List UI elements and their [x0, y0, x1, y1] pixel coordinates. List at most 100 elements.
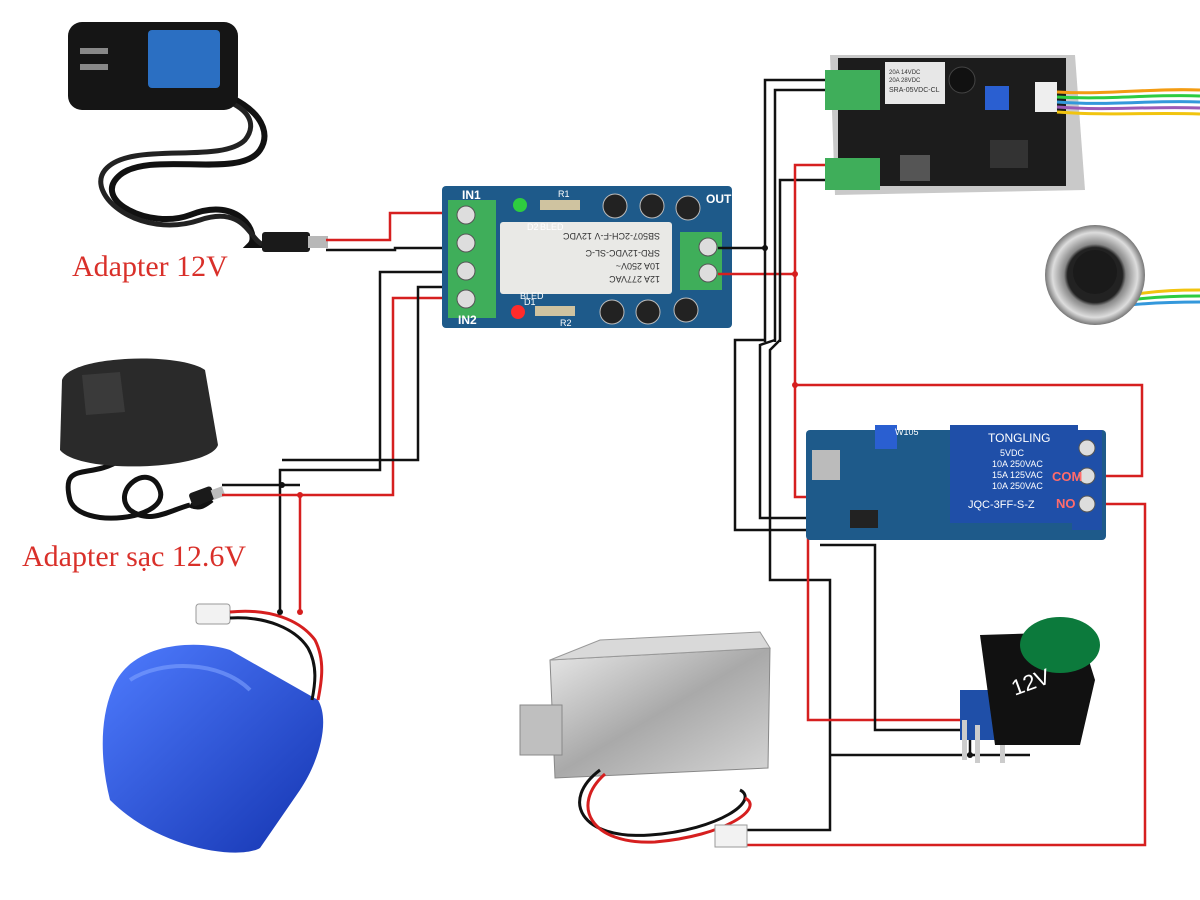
label-in1: IN1	[462, 188, 481, 202]
led-green	[513, 198, 527, 212]
fp-potentiometer	[985, 86, 1009, 110]
sensor-pad	[1073, 250, 1117, 294]
relay-pot-label: W105	[895, 427, 919, 437]
switch-cap	[1020, 617, 1100, 673]
fp-relay-label: SRA-05VDC-CL	[889, 87, 940, 94]
ups-relay-text: 12A 277VAC 10A 250V~ SRD-12VDC-SL-C SB50…	[562, 231, 660, 284]
capacitor	[599, 299, 625, 325]
label-r1: R1	[558, 189, 570, 199]
wire-no-red	[745, 502, 1147, 847]
adapter-charge-cable	[65, 457, 191, 521]
wire-com-red	[793, 274, 1144, 478]
fp-wire-blue	[1056, 100, 1200, 105]
wire-relay-gnd-black-2	[758, 338, 820, 520]
fp-inductor	[900, 155, 930, 181]
adapter-12v-prong	[80, 48, 108, 54]
capacitor	[635, 299, 661, 325]
fingerprint-board: SRA-05VDC-CL 20A 14VDC 20A 28VDC	[825, 55, 1200, 195]
junction-dot	[297, 609, 303, 615]
battery-black-lead	[229, 616, 317, 701]
capacitor	[675, 195, 701, 221]
fp-terminal-bottom	[825, 158, 880, 190]
battery-highlight	[128, 664, 252, 692]
screw-terminal	[456, 205, 476, 225]
lock-wire-red	[586, 772, 752, 844]
fp-connector	[1035, 82, 1057, 112]
push-switch: 12V	[960, 617, 1100, 763]
adapter-12v	[68, 22, 328, 252]
junction-dot	[297, 492, 303, 498]
screw-terminal	[1078, 467, 1096, 485]
fp-terminal-top	[825, 70, 880, 110]
label-bled: BLED	[540, 222, 564, 232]
sensor-wire	[1129, 300, 1200, 307]
junction-dot	[967, 752, 973, 758]
resistor	[540, 200, 580, 210]
label-adapter-12v: Adapter 12V	[72, 250, 228, 283]
fp-chip	[990, 140, 1028, 168]
battery-red-lead	[229, 609, 324, 701]
adapter-charge-plug-tip	[210, 486, 226, 500]
lock-wire-black	[578, 768, 747, 837]
relay-text-1: 12A 277VAC	[609, 274, 660, 284]
label-r2: R2	[560, 318, 572, 328]
wire-adapter12-red	[326, 211, 448, 242]
adapter-charge-body	[60, 358, 218, 467]
wire-switch-black	[820, 543, 972, 755]
relay-cube	[950, 425, 1078, 523]
fp-relay-spec-1: 20A 14VDC	[889, 70, 921, 76]
label-bled-2: BLED	[520, 291, 544, 301]
micro-usb	[812, 450, 840, 480]
wire-fp-black-2	[773, 88, 835, 342]
adapter-12v-prong	[80, 64, 108, 70]
fp-relay	[885, 62, 945, 104]
switch-pin	[975, 725, 980, 763]
capacitor	[639, 193, 665, 219]
label-led-d2: D2	[527, 222, 539, 232]
fp-wire-purple	[1056, 105, 1200, 111]
screw-terminal	[1078, 495, 1096, 513]
relay-spec-2: 10A 250VAC	[992, 459, 1043, 469]
wire-adapter12-black	[326, 246, 448, 252]
junction-dot	[792, 271, 798, 277]
relay-potentiometer	[875, 425, 897, 449]
capacitor	[602, 193, 628, 219]
wire-fp-black-1	[763, 78, 835, 342]
wire-in2-black	[278, 270, 448, 612]
fingerprint-sensor	[1045, 225, 1200, 325]
relay-module: W105 TONGLING 5VDC 10A 250VAC 15A 125VAC…	[806, 425, 1106, 540]
relay-text-4: SB507-2CH-F-V 12VDC	[562, 231, 660, 241]
fp-buzzer	[948, 66, 976, 94]
wires-left	[222, 211, 448, 615]
relay-text-3: SRD-12VDC-SL-C	[585, 248, 660, 258]
solenoid-lock	[519, 631, 771, 848]
adapter-charge	[60, 358, 226, 521]
relay-no-label: NO	[1056, 496, 1076, 511]
battery-pack	[102, 603, 324, 853]
label-in2: IN2	[458, 313, 477, 327]
junction-dot	[279, 482, 285, 488]
adapter-charge-plug	[189, 486, 215, 507]
wire-in2-black-2	[282, 285, 448, 462]
relay-spec-4: 10A 250VAC	[992, 481, 1043, 491]
lock-connector	[714, 824, 748, 848]
relay-brand: TONGLING	[988, 431, 1050, 445]
adapter-12v-plug-tip	[308, 236, 328, 248]
lock-top	[549, 631, 771, 661]
label-led-d1: D1	[524, 297, 536, 307]
junction-dot	[762, 245, 768, 251]
screw-terminal	[456, 261, 476, 281]
wire-fp-black-3	[778, 178, 835, 342]
relay-button	[850, 510, 878, 528]
screw-terminal	[456, 289, 476, 309]
adapter-12v-sticker	[148, 30, 220, 88]
junction-dot	[792, 382, 798, 388]
sensor-wire	[1129, 294, 1200, 302]
wire-fp-red	[793, 163, 835, 274]
capacitor	[673, 297, 699, 323]
adapter-charge-face	[82, 372, 125, 415]
adapter-12v-cable-loop	[98, 91, 264, 247]
resistor	[535, 306, 575, 316]
